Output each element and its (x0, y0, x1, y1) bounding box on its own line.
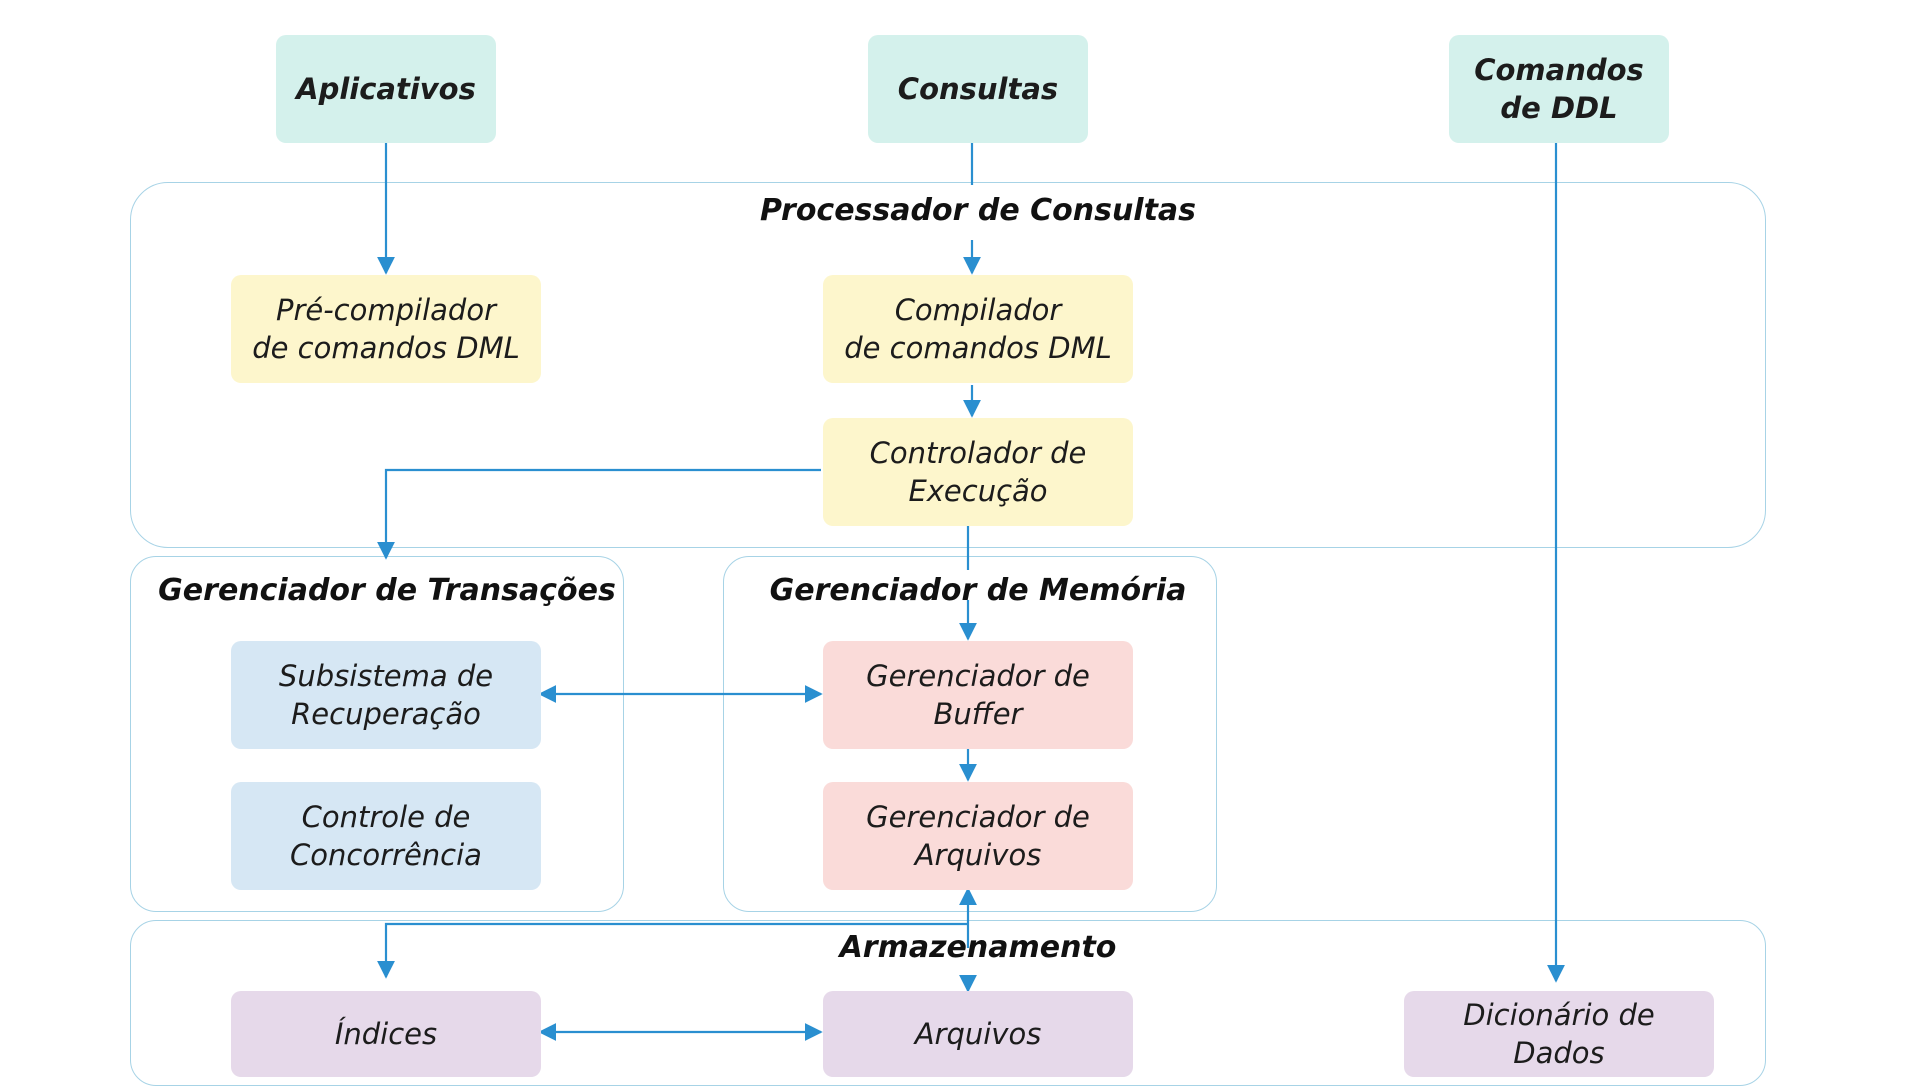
node-comandos-ddl: Comandos de DDL (1449, 35, 1669, 143)
group-title-transacoes: Gerenciador de Transações (158, 573, 616, 608)
node-dicionario-label: Dicionário de Dados (1463, 998, 1655, 1070)
group-title-memoria: Gerenciador de Memória (769, 573, 1187, 608)
node-indices-label: Índices (334, 1017, 438, 1051)
node-compilador-label: Compilador de comandos DML (844, 293, 1112, 365)
node-consultas: Consultas (868, 35, 1088, 143)
group-processador-de-consultas (130, 182, 1766, 548)
node-buffer-label: Gerenciador de Buffer (866, 659, 1090, 731)
node-consultas-label: Consultas (897, 72, 1059, 106)
group-title-armazenamento: Armazenamento (839, 930, 1117, 965)
node-aplicativos-label: Aplicativos (296, 72, 476, 106)
node-arquivos-label: Arquivos (914, 1017, 1042, 1051)
node-controlador: Controlador de Execução (823, 418, 1133, 526)
node-compilador: Compilador de comandos DML (823, 275, 1133, 383)
node-aplicativos: Aplicativos (276, 35, 496, 143)
node-gerenciador-arquivos: Gerenciador de Arquivos (823, 782, 1133, 890)
node-controlador-label: Controlador de Execução (869, 436, 1087, 508)
arrow-controlador-to-transacoes (377, 468, 821, 560)
node-arquivos: Arquivos (823, 991, 1133, 1077)
node-concorrencia: Controle de Concorrência (231, 782, 541, 890)
node-comandos-ddl-label: Comandos de DDL (1474, 53, 1644, 125)
node-precompilador: Pré-compilador de comandos DML (231, 275, 541, 383)
node-indices: Índices (231, 991, 541, 1077)
node-precompilador-label: Pré-compilador de comandos DML (252, 293, 520, 365)
node-gerenciador-arquivos-label: Gerenciador de Arquivos (866, 800, 1090, 872)
node-recuperacao-label: Subsistema de Recuperação (278, 659, 494, 731)
group-title-processador: Processador de Consultas (759, 193, 1197, 228)
group-gerenciador-de-memoria (723, 556, 1217, 912)
node-recuperacao: Subsistema de Recuperação (231, 641, 541, 749)
node-dicionario: Dicionário de Dados (1404, 991, 1714, 1077)
node-buffer: Gerenciador de Buffer (823, 641, 1133, 749)
node-concorrencia-label: Controle de Concorrência (290, 800, 482, 872)
arrow-to-indices (377, 922, 968, 979)
